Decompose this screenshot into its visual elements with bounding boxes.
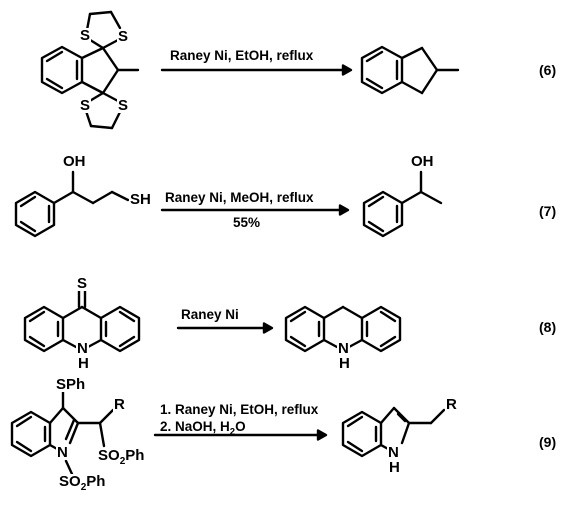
r6-starting-material xyxy=(40,10,140,130)
r7-starting-material xyxy=(14,170,130,238)
r7-arrow xyxy=(160,204,350,216)
r8-nitrogen-label: N xyxy=(76,340,89,357)
r9-r-group-label: R xyxy=(445,396,458,413)
r9-thiophenyl-label: SPh xyxy=(55,376,87,393)
r6-conditions: Raney Ni, EtOH, reflux xyxy=(170,48,314,63)
r9-nitrogen-label: N xyxy=(56,444,69,461)
equation-number: (6) xyxy=(539,62,557,78)
r6-arrow xyxy=(160,64,353,76)
r9-hydrogen-label: H xyxy=(388,459,401,476)
r9-r-group-label: R xyxy=(113,396,126,413)
r7-product xyxy=(362,170,443,238)
r7-hydroxyl-label: OH xyxy=(62,153,87,170)
r9-conditions-step1: 1. Raney Ni, EtOH, reflux xyxy=(160,402,319,417)
r9-nitrogen-label: N xyxy=(387,444,400,461)
r7-yield: 55% xyxy=(233,215,261,230)
r8-product xyxy=(284,305,402,353)
r9-starting-material xyxy=(10,390,115,476)
r9-sulfonyl-label: SO2Ph xyxy=(58,473,107,493)
r8-arrow xyxy=(176,322,274,334)
r8-conditions: Raney Ni xyxy=(181,307,239,322)
r9-sulfonyl-label: SO2Ph xyxy=(97,447,146,467)
r8-starting-material xyxy=(23,289,141,353)
r6-sulfur-label: S xyxy=(79,97,92,114)
r9-arrow xyxy=(153,429,328,441)
r6-sulfur-label: S xyxy=(79,27,92,44)
equation-number: (8) xyxy=(539,319,557,335)
r9-conditions-step2: 2. NaOH, H2O xyxy=(160,419,246,438)
r7-conditions: Raney Ni, MeOH, reflux xyxy=(165,190,314,205)
r7-hydroxyl-label: OH xyxy=(410,153,435,170)
r7-thiol-label: SH xyxy=(129,191,152,208)
r8-thione-sulfur-label: S xyxy=(76,275,89,292)
r8-hydrogen-label: H xyxy=(338,355,351,372)
r6-sulfur-label: S xyxy=(117,28,130,45)
r8-nitrogen-label: N xyxy=(337,340,350,357)
r8-hydrogen-label: H xyxy=(77,355,90,372)
r6-sulfur-label: S xyxy=(117,97,130,114)
r6-product xyxy=(360,45,460,95)
equation-number: (7) xyxy=(539,203,557,219)
r9-product xyxy=(341,406,446,458)
equation-number: (9) xyxy=(539,434,557,450)
